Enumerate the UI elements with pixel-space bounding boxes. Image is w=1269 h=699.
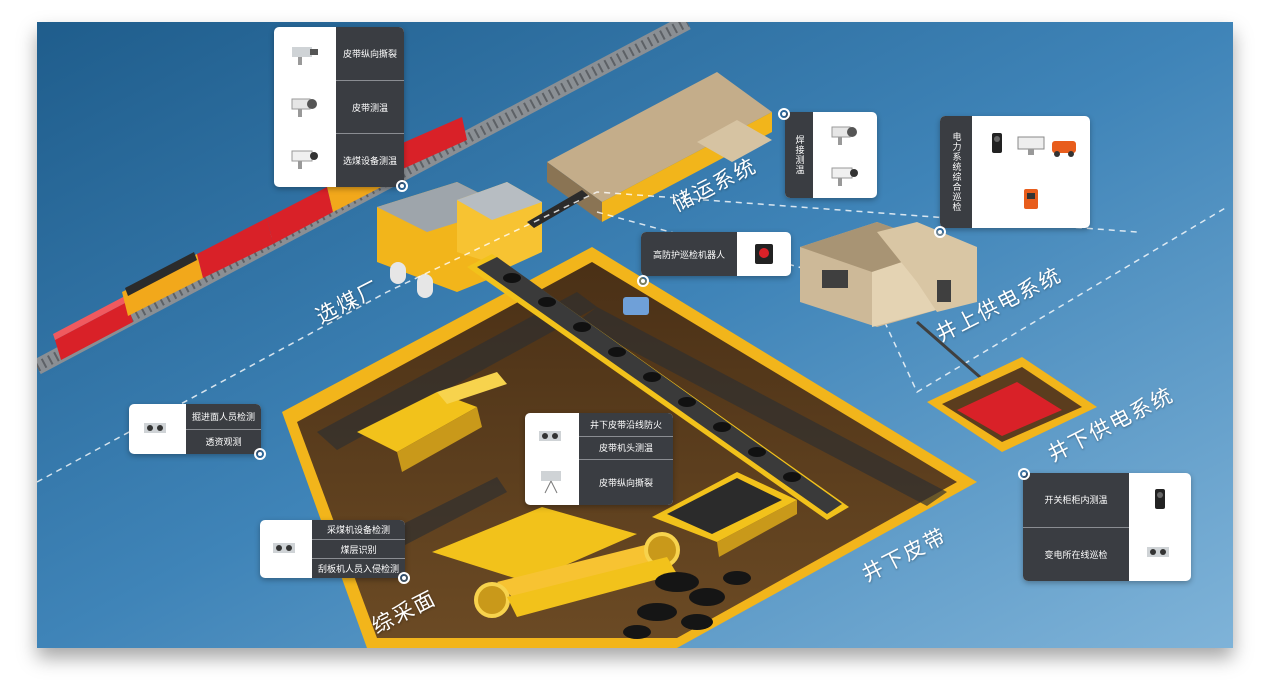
callout-tunnel: 掘进面人员检测 透资观测 — [129, 404, 261, 454]
thermal-camera-icon — [831, 126, 857, 145]
inspection-robot-icon — [1052, 141, 1076, 157]
inspection-robot — [623, 297, 649, 315]
callout-belt: 井下皮带沿线防火 皮带机头测温 皮带纵向撕裂 — [525, 413, 673, 505]
pan-tilt-camera-icon — [1017, 136, 1045, 155]
tripod-camera-icon — [541, 471, 561, 494]
bullet-camera-icon — [291, 150, 318, 169]
surface-power-building — [800, 222, 977, 327]
warehouse — [547, 72, 772, 222]
callout-belt-item: 皮带机头测温 — [579, 437, 673, 460]
red-wagon-2 — [267, 187, 333, 244]
belt-conveyor — [467, 254, 849, 520]
shearer-machine — [432, 507, 680, 618]
callout-face: 采煤机设备检测 煤层识别 刮板机人员入侵检测 — [260, 520, 405, 578]
thermal-camera-icon — [291, 98, 317, 117]
rail-robot-icon — [1024, 189, 1038, 209]
callout-face-item: 采煤机设备检测 — [311, 520, 405, 540]
callout-storage: 焊接测温 — [785, 112, 877, 198]
callout-substation-item: 开关柜柜内测温 — [1023, 473, 1129, 528]
dual-camera-icon — [272, 543, 295, 553]
red-wagon-1 — [197, 218, 273, 278]
bullet-camera-icon — [831, 167, 858, 186]
callout-storage-label: 焊接测温 — [785, 112, 813, 198]
coal-piles — [623, 571, 751, 639]
dual-camera-icon — [144, 423, 167, 433]
callout-tunnel-item: 掘进面人员检测 — [185, 404, 261, 430]
dual-camera-icon — [292, 47, 318, 65]
callout-substation-item: 变电所在线巡检 — [1044, 550, 1108, 561]
callout-face-item: 刮板机人员入侵检测 — [317, 565, 399, 576]
callout-robot: 高防护巡检机器人 — [641, 232, 791, 276]
callout-pin-prep[interactable] — [396, 180, 408, 192]
callout-pin-substation[interactable] — [1018, 468, 1030, 480]
callout-power: 电力系统综合巡检 — [940, 116, 1090, 228]
locomotive — [55, 302, 133, 360]
callout-pin-power[interactable] — [934, 226, 946, 238]
underground-power-pit — [927, 357, 1097, 452]
callout-tunnel-item: 透资观测 — [205, 438, 242, 449]
callout-substation: 开关柜柜内测温 变电所在线巡检 — [1023, 473, 1191, 581]
callout-prep-item: 选煤设备测温 — [342, 157, 397, 168]
callout-pin-tunnel[interactable] — [254, 448, 266, 460]
callout-prep-item: 皮带纵向撕裂 — [336, 27, 404, 81]
callout-robot-item: 高防护巡检机器人 — [652, 250, 725, 261]
storage-conveyor — [527, 190, 589, 228]
roadheader-machine — [357, 372, 507, 472]
callout-prep-plant: 皮带纵向撕裂 皮带测温 选煤设备测温 — [274, 27, 404, 187]
handheld-camera-icon — [992, 133, 1002, 153]
shuttle-car — [652, 472, 797, 557]
coal-wagon — [122, 254, 203, 316]
callout-pin-robot[interactable] — [637, 275, 649, 287]
callout-face-item: 煤层识别 — [311, 540, 405, 560]
callout-power-label: 电力系统综合巡检 — [940, 116, 972, 228]
dual-camera-icon — [1147, 547, 1169, 557]
dual-camera-icon — [539, 431, 561, 441]
callout-prep-item: 皮带测温 — [336, 81, 404, 135]
diagram-frame: 选煤厂 储运系统 井上供电系统 井下供电系统 井下皮带 综采面 皮带纵向撕裂 皮… — [37, 22, 1233, 648]
callout-pin-storage[interactable] — [778, 108, 790, 120]
callout-belt-item: 皮带纵向撕裂 — [598, 479, 653, 489]
handheld-camera-icon — [1155, 489, 1165, 509]
robot-camera-icon — [755, 244, 773, 264]
callout-pin-face[interactable] — [398, 572, 410, 584]
callout-belt-item: 井下皮带沿线防火 — [579, 413, 673, 437]
